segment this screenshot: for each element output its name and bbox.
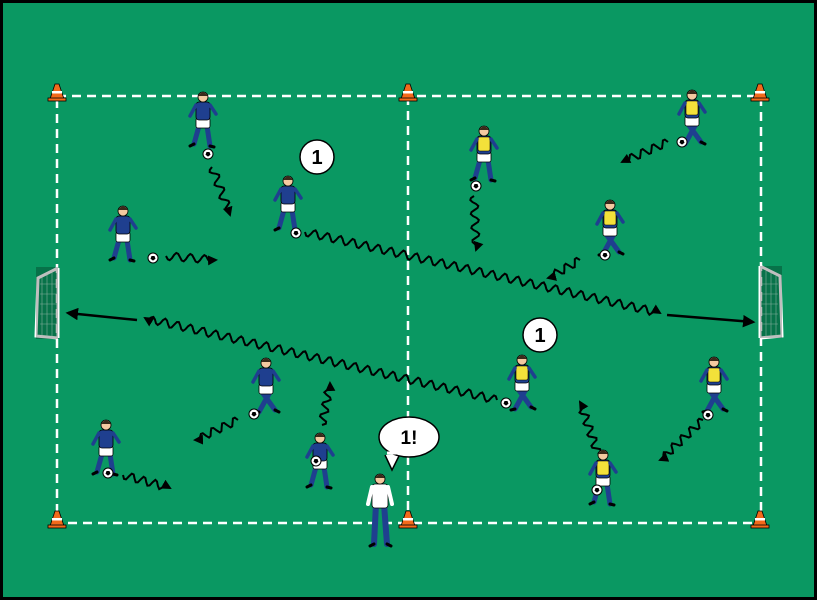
dribble-arrow xyxy=(469,195,484,252)
dribble-arrow xyxy=(546,256,581,281)
coach-icon xyxy=(366,473,394,548)
soccer-ball-icon xyxy=(500,397,512,409)
soccer-ball-icon xyxy=(147,252,159,264)
soccer-ball-icon xyxy=(470,180,482,192)
marker-1-left: 1 xyxy=(299,139,335,175)
soccer-ball-icon xyxy=(202,148,214,160)
players xyxy=(91,89,729,548)
marker-1-right-label: 1 xyxy=(534,325,545,347)
dribble-arrow xyxy=(208,166,233,217)
soccer-ball-icon xyxy=(248,408,260,420)
dribble-arrow xyxy=(143,315,498,403)
goal-left xyxy=(34,266,60,340)
dribble-paths xyxy=(122,138,704,491)
soccer-ball-icon xyxy=(599,249,611,261)
marker-1-right: 1 xyxy=(522,317,558,353)
player-blue xyxy=(273,175,303,233)
dribble-arrow xyxy=(193,416,239,445)
player-yellow-bib xyxy=(469,125,499,183)
marker-1-left-label: 1 xyxy=(311,147,322,169)
coach-speech-bubble: 1! xyxy=(378,416,440,472)
player-blue xyxy=(305,432,335,490)
soccer-ball-icon xyxy=(290,227,302,239)
dribble-arrow xyxy=(304,229,662,317)
player-blue xyxy=(188,91,218,149)
dribble-arrow xyxy=(165,251,218,266)
dribble-arrow xyxy=(318,381,336,426)
goal-right xyxy=(758,264,784,340)
dribble-arrow xyxy=(620,138,669,163)
arrow-shot-right xyxy=(666,313,756,328)
dribble-arrow xyxy=(578,400,602,455)
player-yellow-bib xyxy=(699,356,729,414)
soccer-ball-icon xyxy=(591,484,603,496)
coach-speech-text: 1! xyxy=(401,428,418,449)
soccer-ball-icon xyxy=(102,467,114,479)
soccer-ball-icon xyxy=(310,455,322,467)
dribble-arrow xyxy=(658,417,704,462)
player-blue xyxy=(91,419,121,477)
dribble-arrow xyxy=(122,472,172,491)
player-yellow-bib xyxy=(507,354,537,412)
soccer-ball-icon xyxy=(702,409,714,421)
arrow-shot-left xyxy=(65,307,138,322)
player-blue xyxy=(108,205,138,263)
soccer-ball-icon xyxy=(676,136,688,148)
